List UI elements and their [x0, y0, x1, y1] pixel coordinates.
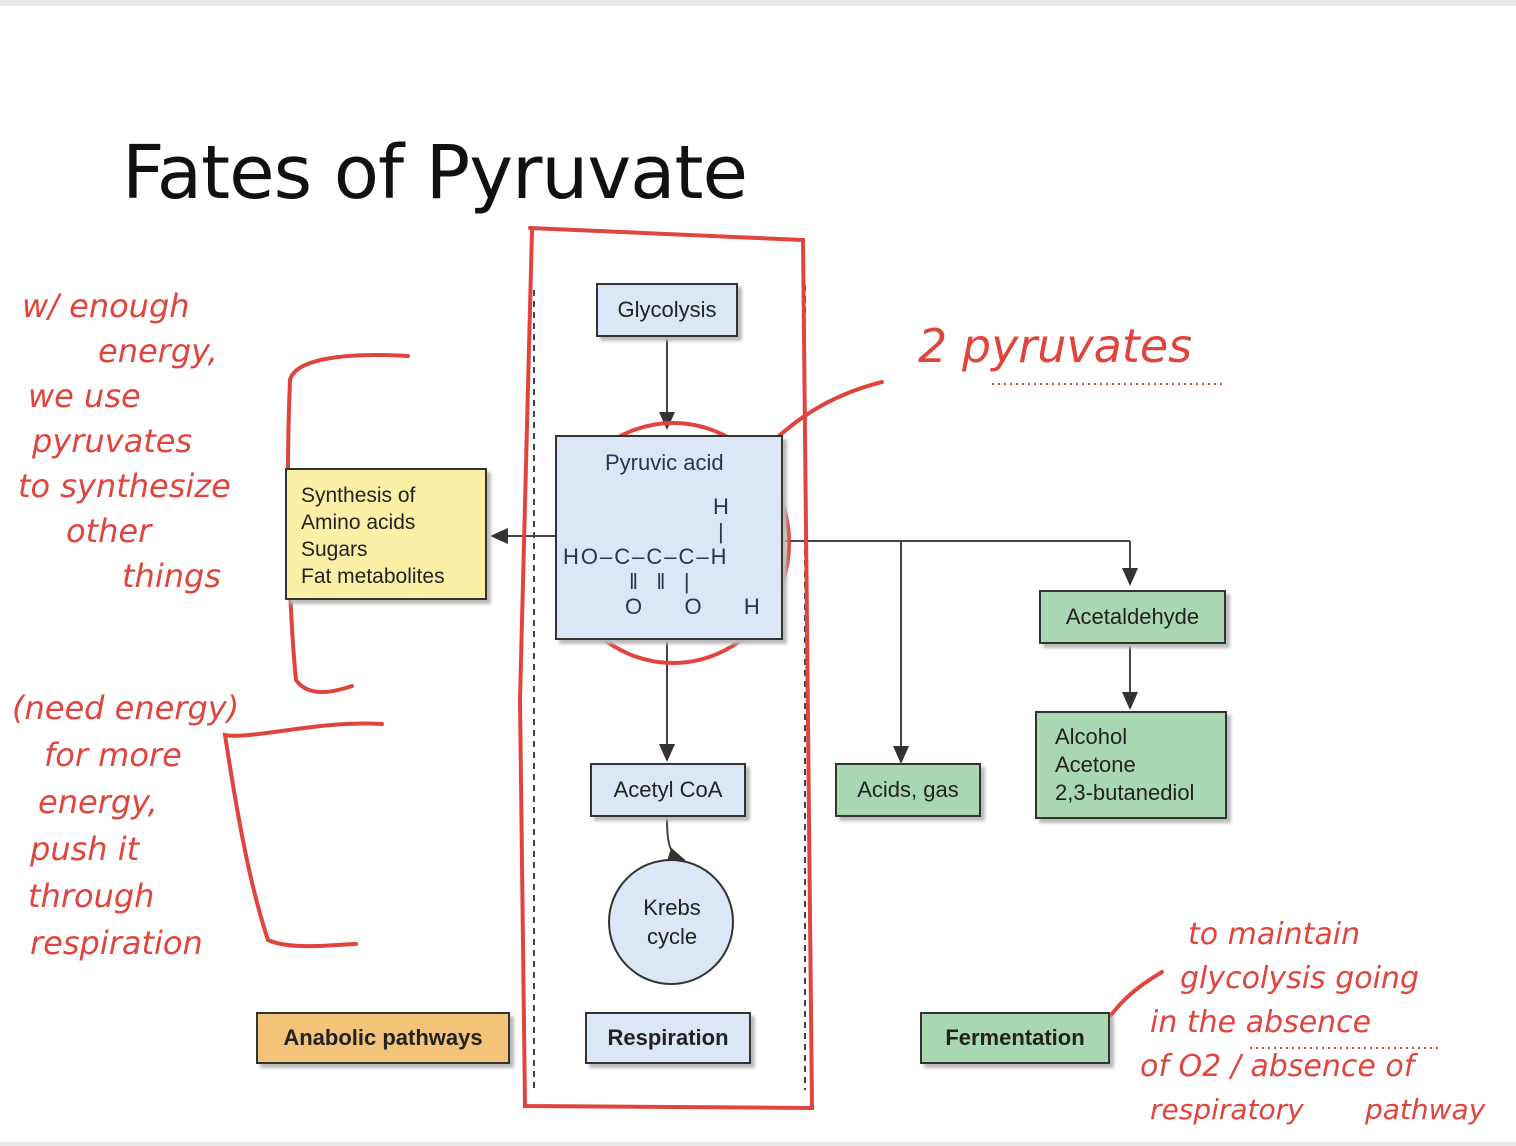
structure-bottom: O O H — [625, 594, 766, 619]
krebs-cycle-label: Krebs cycle — [630, 893, 714, 951]
respiration-box: Respiration — [585, 1012, 751, 1064]
annotation-line: energy, — [38, 783, 158, 821]
arrow-acetyl-krebs — [666, 817, 686, 863]
krebs-label-line: cycle — [646, 924, 698, 949]
krebs-cycle-circle — [608, 859, 734, 985]
synthesis-line: Fat metabolites — [301, 565, 445, 588]
annotation-line: to synthesize — [18, 467, 231, 505]
annotation-line: to maintain — [1188, 917, 1361, 952]
fermentation-box: Fermentation — [920, 1012, 1110, 1064]
annotation-line: glycolysis going — [1180, 961, 1419, 996]
glycolysis-box: Glycolysis — [596, 283, 738, 337]
annotation-line: for more — [44, 736, 182, 774]
acetaldehyde-box: Acetaldehyde — [1039, 590, 1226, 644]
synthesis-line: Amino acids — [301, 511, 416, 534]
annotation-line: in the absence — [1150, 1005, 1372, 1040]
pyruvic-acid-box: Pyruvic acid H | HO–C–C–C–H ‖ ‖ | O O H — [555, 435, 783, 640]
structure-main-chain: HO–C–C–C–H — [563, 544, 729, 569]
structure-top-h: H — [713, 494, 729, 519]
annotation-line: (need energy) — [12, 689, 240, 727]
annotation-line: respiratory — [1150, 1093, 1304, 1126]
annotation-line: push it — [30, 830, 140, 868]
left-bracket-bottom — [222, 721, 384, 949]
annotation-2-pyruvates: 2 pyruvates — [918, 319, 1193, 373]
annotation-line: energy, — [98, 332, 218, 370]
red-rectangle — [517, 226, 815, 1111]
structure-bonds: ‖ ‖ | — [629, 569, 690, 594]
annotation-line: of O2 / absence of — [1140, 1049, 1415, 1084]
slide-title: Fates of Pyruvate — [122, 130, 748, 216]
top-border — [0, 0, 1516, 6]
synthesis-box: Synthesis of Amino acids Sugars Fat meta… — [285, 468, 487, 600]
annotation-line: pathway — [1365, 1093, 1486, 1126]
synthesis-line: Sugars — [301, 538, 368, 561]
alcohol-box: Alcohol Acetone 2,3-butanediol — [1035, 711, 1227, 819]
annotation-line: pyruvates — [32, 422, 193, 460]
annotation-line: things — [122, 557, 221, 595]
anabolic-pathways-box: Anabolic pathways — [256, 1012, 510, 1064]
annotation-line: w/ enough — [22, 287, 190, 325]
annotation-line: through — [28, 877, 155, 915]
product-line: 2,3-butanediol — [1055, 780, 1195, 805]
bottom-border — [0, 1142, 1516, 1146]
pyruvic-acid-label: Pyruvic acid — [605, 450, 724, 475]
acetyl-coa-box: Acetyl CoA — [590, 763, 746, 817]
synthesis-line: Synthesis of — [301, 484, 416, 507]
krebs-label-line: Krebs — [643, 895, 701, 920]
product-line: Alcohol — [1055, 724, 1128, 749]
structure-top-bond: | — [718, 519, 724, 544]
acids-gas-box: Acids, gas — [835, 763, 981, 817]
annotation-line: respiration — [30, 924, 203, 962]
annotation-line: we use — [28, 377, 141, 415]
product-line: Acetone — [1055, 752, 1136, 777]
annotation-line: other — [66, 512, 152, 550]
